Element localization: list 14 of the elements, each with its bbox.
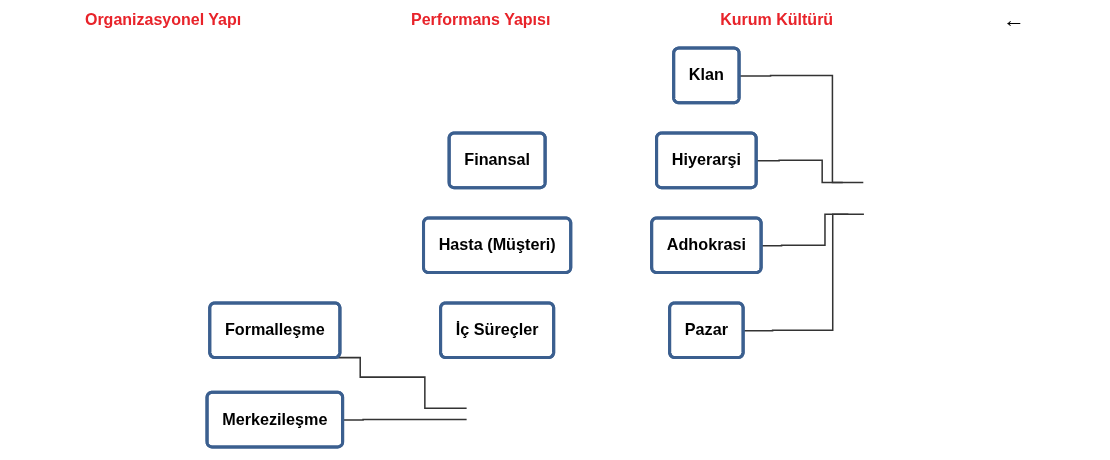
rounded-box: Hasta (Müşteri) (422, 216, 573, 275)
rounded-box: Hiyerarşi (655, 131, 758, 190)
rounded-box: İç Süreçler (439, 301, 556, 360)
column-heading: Performans Yapısı (411, 11, 551, 29)
rounded-box: Formalleşme (208, 301, 342, 360)
arrow-sign: ← (1003, 7, 1026, 33)
rounded-box: Merkezileşme (205, 390, 345, 449)
column-heading: Organizasyonel Yapı (84, 11, 242, 29)
column-heading: Kurum Kültürü (720, 11, 834, 29)
rounded-box: Pazar (668, 301, 745, 360)
rounded-box: Adhokrasi (650, 216, 763, 275)
rounded-box: Klan (672, 46, 741, 105)
rounded-box: Finansal (447, 131, 547, 190)
connector-line (336, 356, 468, 409)
